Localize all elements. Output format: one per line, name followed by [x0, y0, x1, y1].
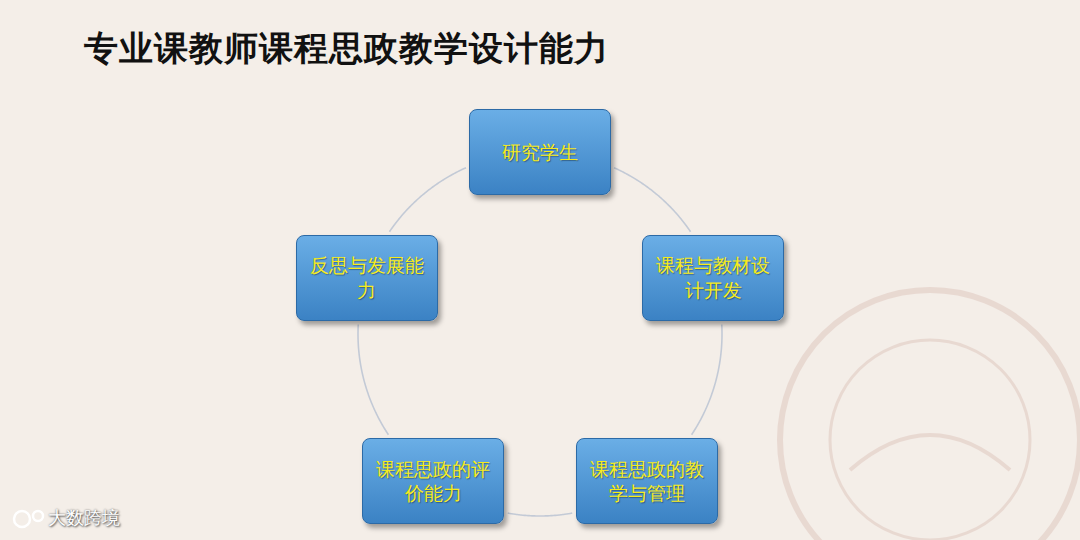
title: 专业课教师课程思政教学设计能力 — [84, 26, 609, 72]
box-text: 课程与教材设计开发 — [653, 253, 773, 302]
box-text: 反思与发展能力 — [307, 253, 427, 302]
watermark-icon — [14, 511, 43, 527]
circle-arc — [692, 324, 722, 434]
faint-emblem — [780, 290, 1080, 540]
circle-arc — [614, 168, 691, 232]
box-text: 研究学生 — [502, 140, 578, 165]
process-box: 课程与教材设计开发 — [642, 235, 784, 321]
process-box: 研究学生 — [469, 109, 611, 195]
box-text: 课程思政的评价能力 — [373, 457, 493, 506]
circle-arc — [358, 324, 388, 434]
process-box: 课程思政的评价能力 — [362, 438, 504, 524]
circle-arc — [389, 168, 466, 232]
process-box: 课程思政的教学与管理 — [576, 438, 718, 524]
process-box: 反思与发展能力 — [296, 235, 438, 321]
watermark: 大数跨境 — [48, 506, 120, 530]
circle-arc — [508, 513, 572, 516]
box-text: 课程思政的教学与管理 — [587, 457, 707, 506]
